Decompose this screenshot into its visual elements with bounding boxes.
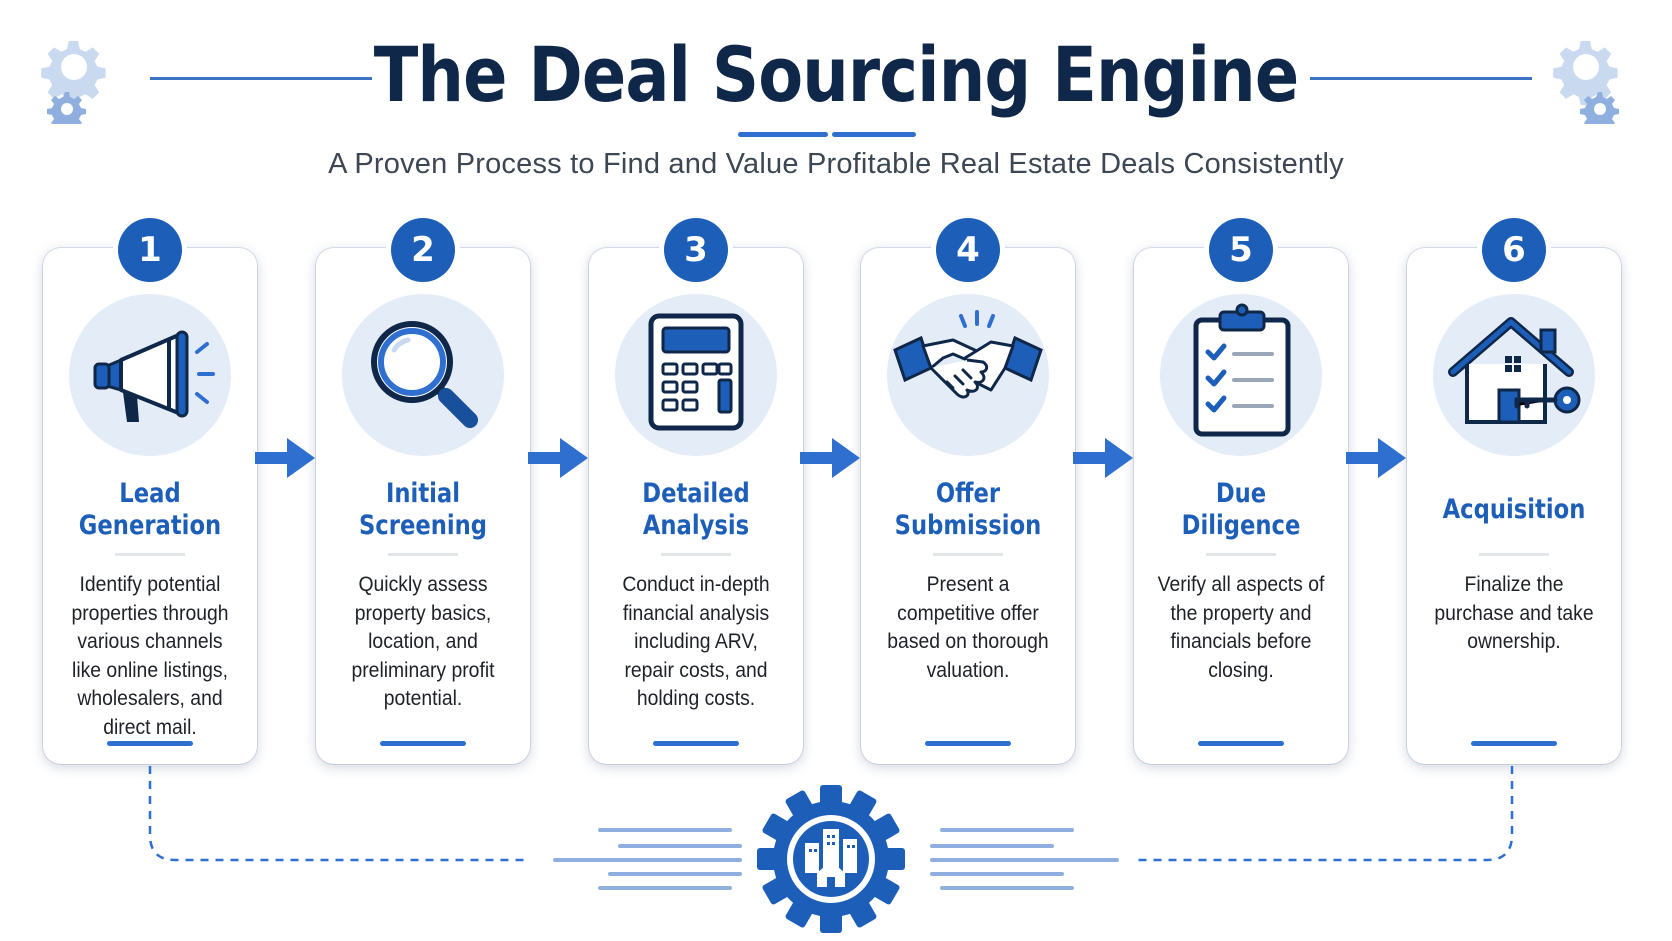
step-card-5: 5 Due Diligence Verify all aspects [1134,218,1348,764]
step-number-badge: 3 [664,218,728,282]
step-title: Due Diligence [1181,478,1301,541]
step-description: Finalize the purchase and take ownership… [1434,572,1594,653]
calculator-icon [648,313,744,431]
step-description: Quickly assess property basics, location… [351,572,495,710]
gear-buildings-icon [757,785,905,933]
step-title: Lead Generation [78,478,222,541]
step-title: Acquisition [1442,494,1586,525]
step-description: Verify all aspects of the property and f… [1157,572,1325,682]
page-subtitle: A Proven Process to Find and Value Profi… [328,148,1344,180]
title-underline [738,132,828,137]
page-title: The Deal Sourcing Engine [373,30,1299,119]
megaphone-icon [93,330,215,422]
step-card-6: 6 Acquisition Finalize the purchase and … [1407,218,1621,764]
step-card-4: 4 Offer Submission Present a competitive… [861,218,1075,764]
title-rule-right [1310,77,1532,80]
gear-icon [1553,40,1619,124]
step-description: Present a competitive offer based on tho… [887,572,1049,682]
house-key-icon [1448,317,1581,424]
step-number-badge: 4 [936,218,1000,282]
title-rule-left [150,77,372,80]
step-card-1: 1 Lead Generation Identify potential pro… [43,218,257,764]
step-description: Conduct in-depth financial analysis incl… [622,572,770,710]
step-card-2: 2 Initial Screening Quickly assess prope… [316,218,530,764]
step-card-3: 3 Detailed Analysis Conduct in-d [589,218,803,764]
arrow-right-icon [800,438,860,478]
title-underline [832,132,916,137]
step-number-badge: 5 [1209,218,1273,282]
step-title: Offer Submission [894,478,1042,541]
step-number-badge: 1 [118,218,182,282]
step-title: Detailed Analysis [642,478,750,541]
step-title: Initial Screening [358,478,488,541]
handshake-icon [893,310,1043,399]
arrow-right-icon [528,438,588,478]
clipboard-checklist-icon [1193,303,1291,437]
magnifying-glass-icon [371,321,478,428]
arrow-right-icon [1073,438,1133,478]
gear-icon [41,40,106,124]
step-number-badge: 6 [1482,218,1546,282]
step-number-badge: 2 [391,218,455,282]
step-description: Identify potential properties through va… [71,572,229,739]
arrow-right-icon [255,438,315,478]
arrow-right-icon [1346,438,1406,478]
